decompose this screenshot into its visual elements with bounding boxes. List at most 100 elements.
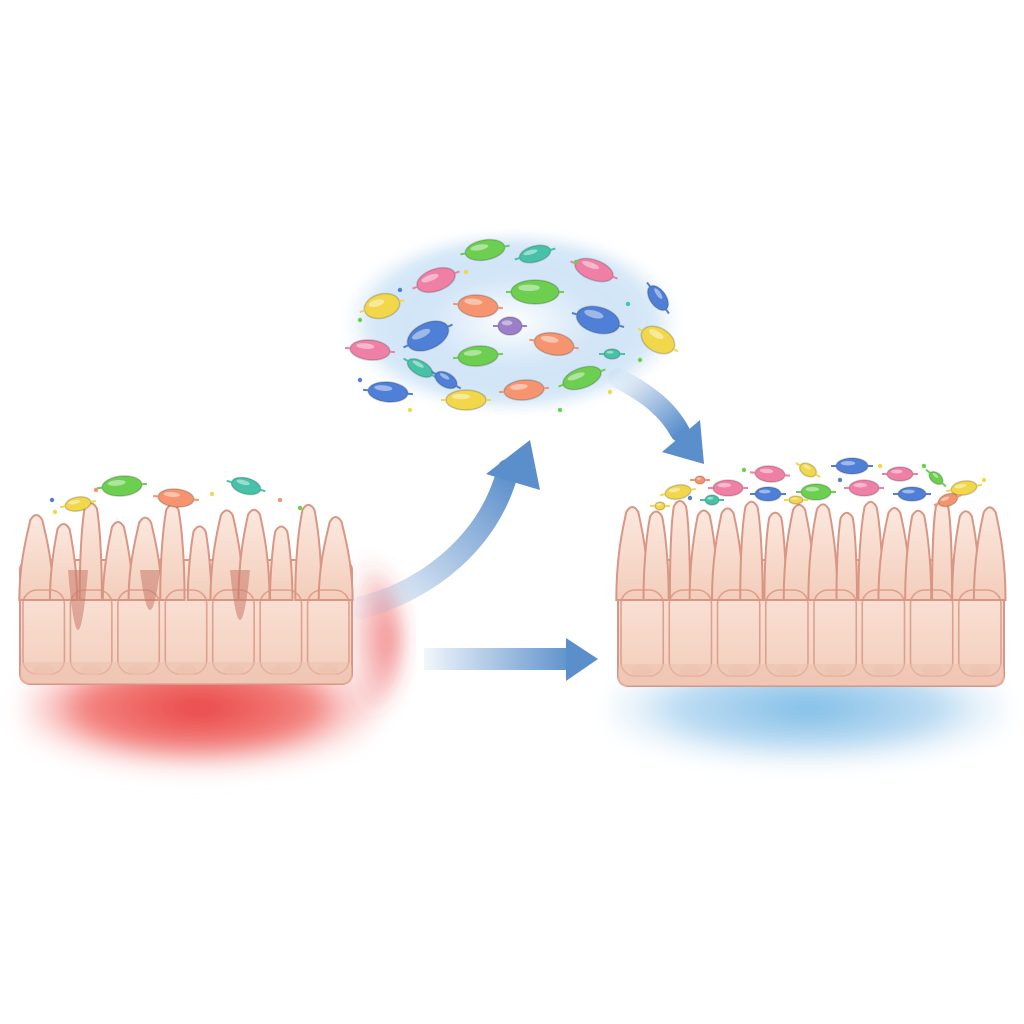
microbe: [453, 294, 503, 318]
microbe: [750, 486, 786, 502]
villus: [159, 503, 186, 601]
microbe: [893, 486, 931, 502]
microbe: [946, 479, 982, 497]
microbe: [453, 345, 503, 367]
microbe: [529, 331, 579, 357]
microbe: [571, 305, 625, 335]
villus: [294, 503, 323, 601]
speck: [877, 463, 883, 469]
speck: [837, 477, 843, 483]
speck: [687, 495, 693, 501]
speck: [209, 491, 215, 497]
speck: [93, 487, 99, 493]
microbe: [403, 320, 453, 352]
microbe: [933, 492, 963, 508]
crypt: [68, 570, 88, 630]
villus: [317, 516, 354, 601]
villus: [807, 503, 839, 601]
villus: [18, 514, 55, 601]
microbe: [359, 292, 405, 320]
microbe: [882, 466, 918, 482]
speck: [637, 357, 643, 363]
speck: [49, 497, 55, 503]
villus: [710, 507, 745, 601]
microbe: [60, 495, 96, 513]
microbe: [831, 457, 873, 475]
speck: [397, 287, 403, 293]
speck: [277, 497, 283, 503]
microbe: [493, 316, 527, 336]
speck: [557, 407, 563, 413]
arrow-head-down: [662, 420, 704, 464]
arrow-head-right: [566, 638, 598, 681]
microbe: [412, 266, 460, 294]
speck: [357, 317, 363, 323]
speck: [625, 301, 631, 307]
microbe: [403, 357, 437, 379]
healthy-tissue-layer: [608, 670, 1008, 780]
speck: [981, 477, 987, 483]
inflamed-tissue-glow: [22, 660, 374, 780]
villus: [835, 511, 858, 601]
crypt: [140, 570, 160, 610]
crypt: [230, 570, 250, 620]
microbe: [514, 244, 556, 264]
microbe: [925, 468, 947, 488]
speck: [297, 505, 303, 511]
villus: [186, 525, 213, 601]
microbe: [599, 348, 625, 360]
microbe: [650, 501, 670, 511]
microbe: [749, 465, 791, 483]
microbe: [506, 279, 564, 305]
arrow-inflamed-to-community: [349, 459, 519, 619]
villus: [931, 500, 954, 601]
arrows: [349, 368, 704, 681]
villus: [268, 525, 294, 601]
villus: [904, 509, 933, 601]
villus: [972, 506, 1007, 601]
microbe: [646, 281, 670, 315]
microbe: [460, 238, 510, 262]
microbe: [784, 495, 808, 505]
microbe: [345, 339, 395, 361]
microbe: [558, 365, 606, 391]
microbe: [499, 379, 549, 401]
arrow-community-to-restored: [608, 368, 690, 442]
microbe: [226, 476, 266, 496]
inflamed-epithelium: [18, 502, 354, 685]
speck: [607, 389, 613, 395]
microbe: [700, 494, 724, 506]
healthy-tissue-glow: [608, 670, 1008, 780]
microbe: [97, 475, 147, 497]
microbe: [430, 370, 462, 390]
microbe: [363, 381, 413, 403]
basement-membrane: [20, 662, 352, 684]
microbe: [660, 483, 696, 501]
speck: [741, 467, 747, 473]
speck: [921, 463, 927, 469]
speck: [573, 259, 579, 265]
villus: [642, 510, 670, 601]
microbe: [441, 389, 491, 411]
community-microbes: [345, 238, 679, 413]
speck: [52, 509, 58, 515]
restored-microbes: [650, 457, 987, 511]
villus: [763, 511, 788, 601]
villus: [739, 500, 764, 601]
arrow-inflamed-to-restored: [424, 648, 574, 670]
microbe: [690, 475, 710, 485]
microbe: [708, 479, 748, 497]
microbe: [796, 483, 836, 501]
villus: [668, 500, 692, 601]
arrow-head-up: [486, 440, 540, 490]
microbe: [153, 488, 199, 508]
microbe: [795, 462, 821, 478]
microbe: [637, 325, 679, 355]
basement-membrane: [618, 664, 1004, 686]
speck: [357, 377, 363, 383]
speck: [407, 407, 413, 413]
restored-epithelium: [615, 500, 1007, 687]
sparse-microbes: [49, 475, 303, 515]
